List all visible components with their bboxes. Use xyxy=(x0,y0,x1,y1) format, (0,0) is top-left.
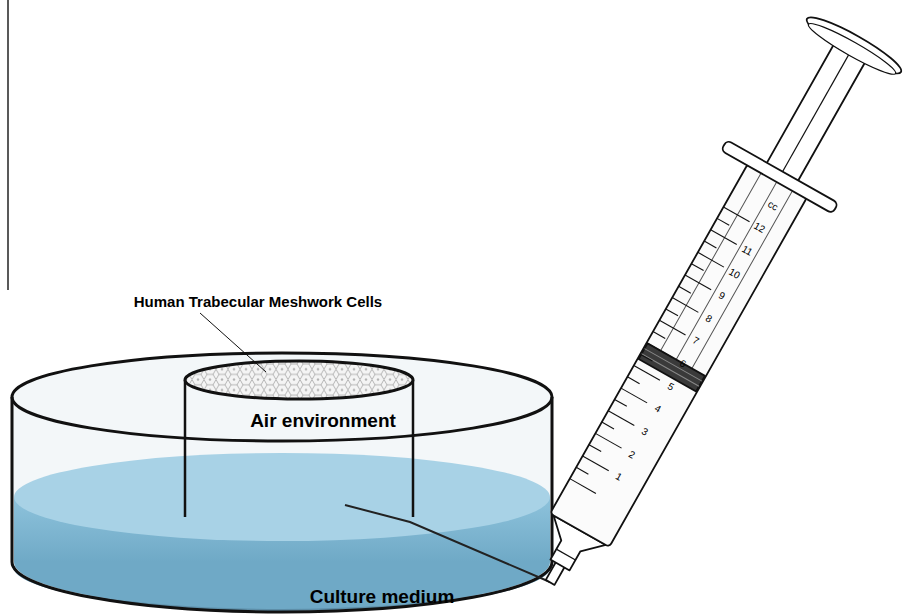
scale-unit: cc xyxy=(766,198,780,212)
plunger-seal xyxy=(639,343,705,391)
dish-glass xyxy=(12,353,552,612)
dish-bottom-edge xyxy=(14,566,550,610)
leader-line xyxy=(200,313,266,372)
label-anchor: 6 xyxy=(680,358,686,369)
label-anchor: 3 xyxy=(642,426,648,437)
label-anchor: 9 xyxy=(719,290,725,301)
barrel xyxy=(550,164,807,547)
scale-number: 12 xyxy=(752,220,767,235)
scale-number: 11 xyxy=(740,243,754,258)
scale-number: 8 xyxy=(704,312,714,324)
label-anchor: 5 xyxy=(668,381,674,392)
label-anchor: 11 xyxy=(742,245,752,256)
scale-number: 10 xyxy=(727,265,742,280)
syringe xyxy=(494,5,910,614)
cell-monolayer xyxy=(185,361,413,399)
culture-insert-shape xyxy=(182,358,418,520)
scale-number: 9 xyxy=(716,289,726,301)
needle xyxy=(345,505,550,582)
label-anchor: 8 xyxy=(706,313,712,324)
finger-flange xyxy=(721,140,838,213)
scale-number: 1 xyxy=(614,471,624,483)
label-anchor: 1 xyxy=(616,471,622,482)
region-label: Air environment xyxy=(250,410,396,432)
label-anchor: cc xyxy=(768,200,778,211)
margin-rule xyxy=(7,0,9,290)
petri-dish: Culture medium Air environment xyxy=(10,348,558,615)
label-anchor: 10 xyxy=(729,268,740,279)
dish-rim xyxy=(12,353,552,441)
callout-label: Human Trabecular Meshwork Cells xyxy=(134,293,382,310)
thumb-press xyxy=(802,10,906,81)
scale-number: 7 xyxy=(691,335,701,347)
scale-number: 6 xyxy=(678,357,688,369)
scale-number: 5 xyxy=(665,380,675,392)
scale-number: 2 xyxy=(627,448,637,460)
culture-insert: Air environment xyxy=(182,358,418,520)
insert-walls xyxy=(185,380,413,517)
scale-number: 3 xyxy=(640,425,650,437)
medium-surface xyxy=(14,453,550,541)
dish-wall xyxy=(12,397,552,612)
label-anchor: 12 xyxy=(754,222,765,233)
label-anchor: 4 xyxy=(655,403,661,414)
region-label: Culture medium xyxy=(310,586,455,608)
label-anchor: 7 xyxy=(693,335,699,346)
label-anchor: Human Trabecular Meshwork Cells xyxy=(134,293,382,310)
label-anchor: 2 xyxy=(629,449,635,460)
scale-number: 4 xyxy=(652,403,662,415)
